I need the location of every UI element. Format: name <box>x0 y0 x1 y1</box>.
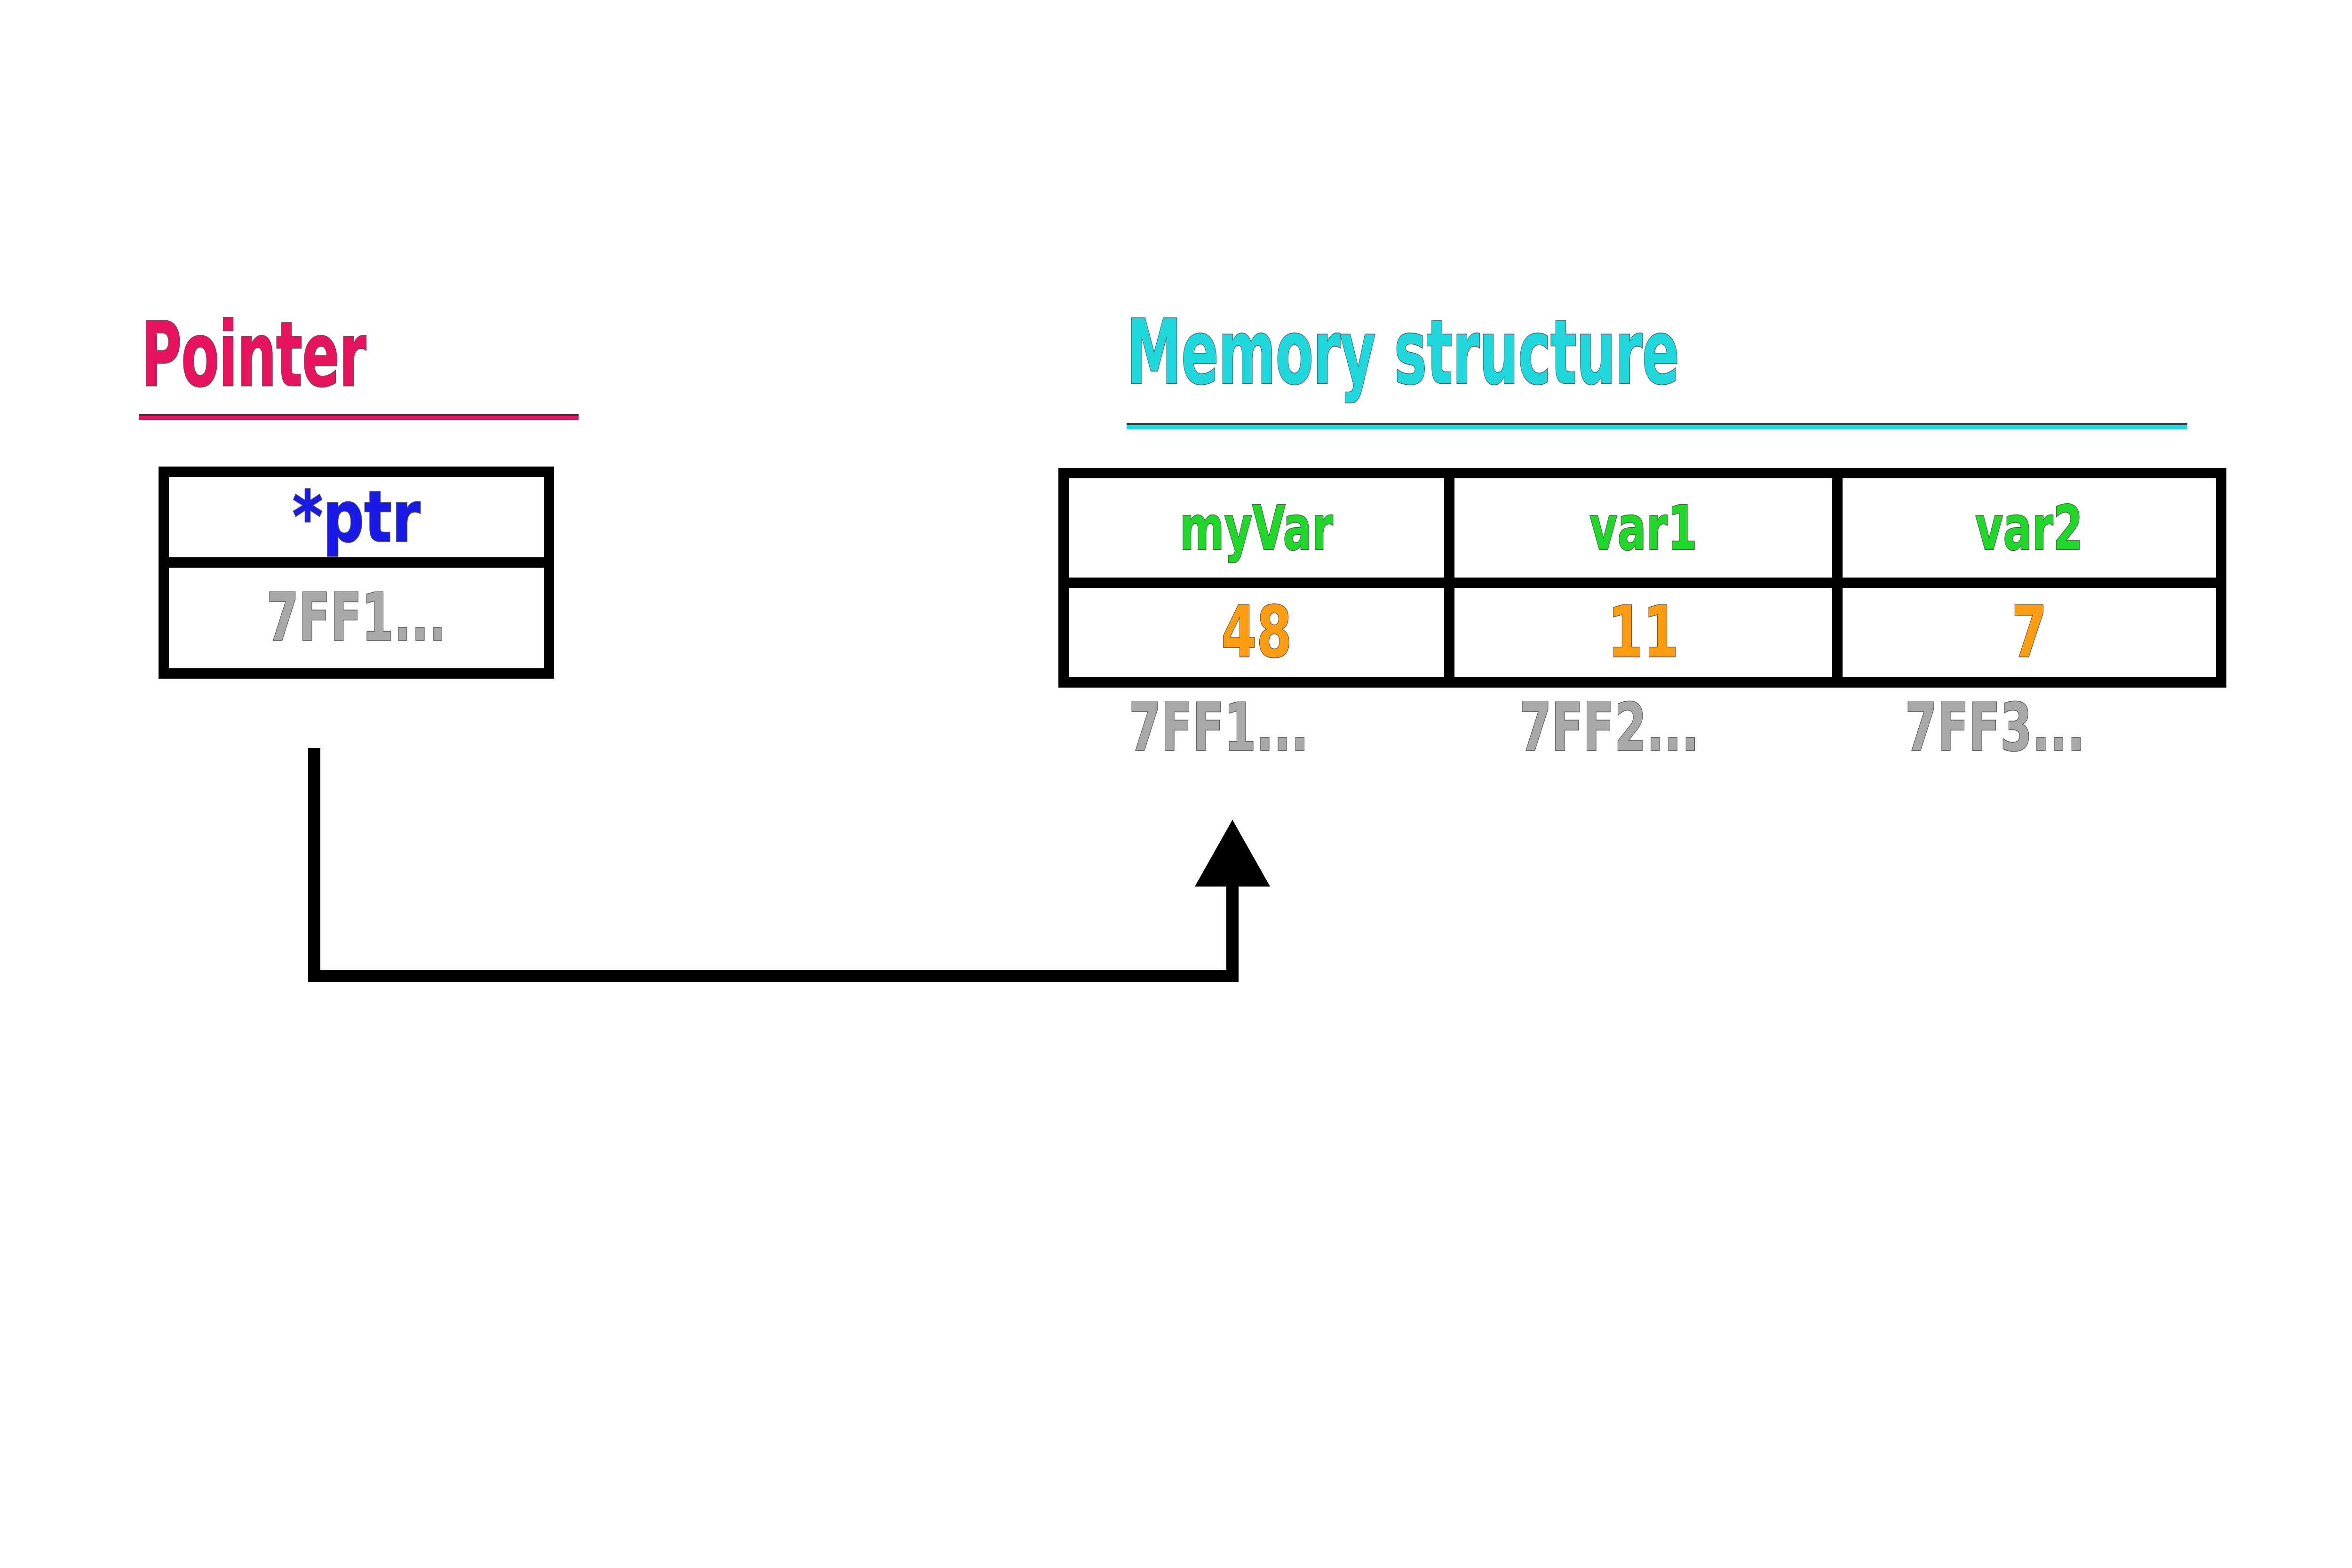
memory-address-label-myvar: 7FF1... <box>1128 689 1309 766</box>
memory-header-label-var1: var1 <box>1589 492 1698 564</box>
pointer-section-title: Pointer <box>141 303 367 407</box>
memory-value-var1: 11 <box>1607 592 1679 673</box>
memory-value-cell-var1: 11 <box>1454 588 1832 677</box>
arrow-shaft <box>308 748 1239 982</box>
memory-header-cell-myvar: myVar <box>1069 478 1444 578</box>
pointer-name-label: *ptr <box>292 476 421 558</box>
memory-address-label-var2: 7FF3... <box>1905 689 2085 766</box>
memory-value-cell-myvar: 48 <box>1069 588 1444 677</box>
memory-header-cell-var1: var1 <box>1454 478 1832 578</box>
memory-value-cell-var2: 7 <box>1843 588 2216 677</box>
memory-header-cell-var2: var2 <box>1843 478 2216 578</box>
memory-value-var2: 7 <box>2011 592 2047 673</box>
memory-header-label-myvar: myVar <box>1179 492 1334 564</box>
memory-section-title: Memory structure <box>1126 301 1680 404</box>
memory-table: myVar var1 var2 48 11 7 <box>1058 468 2226 688</box>
pointer-box-row-divider <box>159 557 554 568</box>
pointer-name-cell: *ptr <box>169 477 544 557</box>
arrow-head-icon <box>1195 820 1270 887</box>
memory-address-label-var1: 7FF2... <box>1519 689 1700 766</box>
pointer-address-value: 7FF1... <box>266 579 446 656</box>
memory-title-underline <box>1127 423 2187 429</box>
pointer-title-underline <box>139 414 579 420</box>
memory-value-myvar: 48 <box>1221 592 1292 673</box>
pointer-address-cell: 7FF1... <box>169 568 544 668</box>
pointer-box: *ptr 7FF1... <box>159 467 554 679</box>
memory-row-divider <box>1058 578 2226 588</box>
memory-header-label-var2: var2 <box>1975 492 2083 564</box>
